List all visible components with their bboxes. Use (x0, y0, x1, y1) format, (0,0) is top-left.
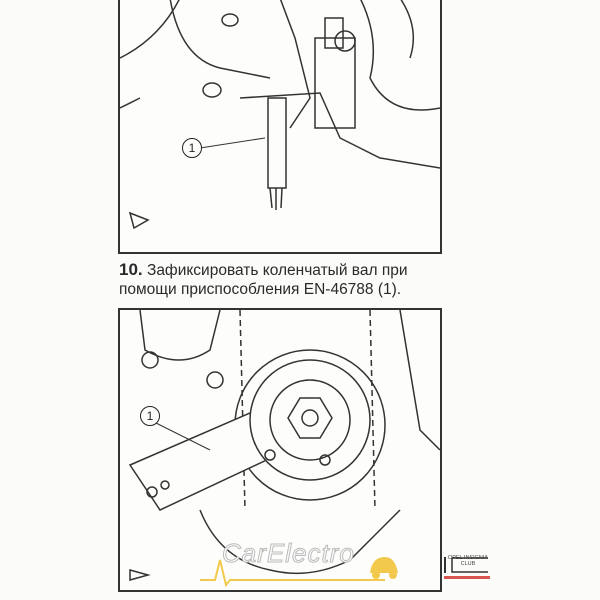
step-number: 10. (119, 260, 143, 279)
watermark-carelectro: CarElectro (222, 538, 355, 569)
callout-1: 1 (140, 406, 160, 426)
ic-logo-icon (444, 557, 490, 579)
car-logo-icon (200, 557, 398, 588)
engine-stud-drawing (120, 0, 440, 230)
step-text: Зафиксировать коленчатый вал при помощи … (119, 262, 408, 298)
figure-crankshaft-tool: 1 (118, 308, 442, 592)
opel-insignia-club-logo: OPEL INSIGNIA CLUB (444, 555, 492, 579)
crankshaft-tool-drawing (128, 310, 440, 581)
instruction-step: 10. Зафиксировать коленчатый вал при пом… (119, 260, 459, 299)
figure-engine-stud: 1 (118, 0, 442, 254)
logo-line2: CLUB (460, 561, 476, 567)
callout-1: 1 (182, 138, 202, 158)
